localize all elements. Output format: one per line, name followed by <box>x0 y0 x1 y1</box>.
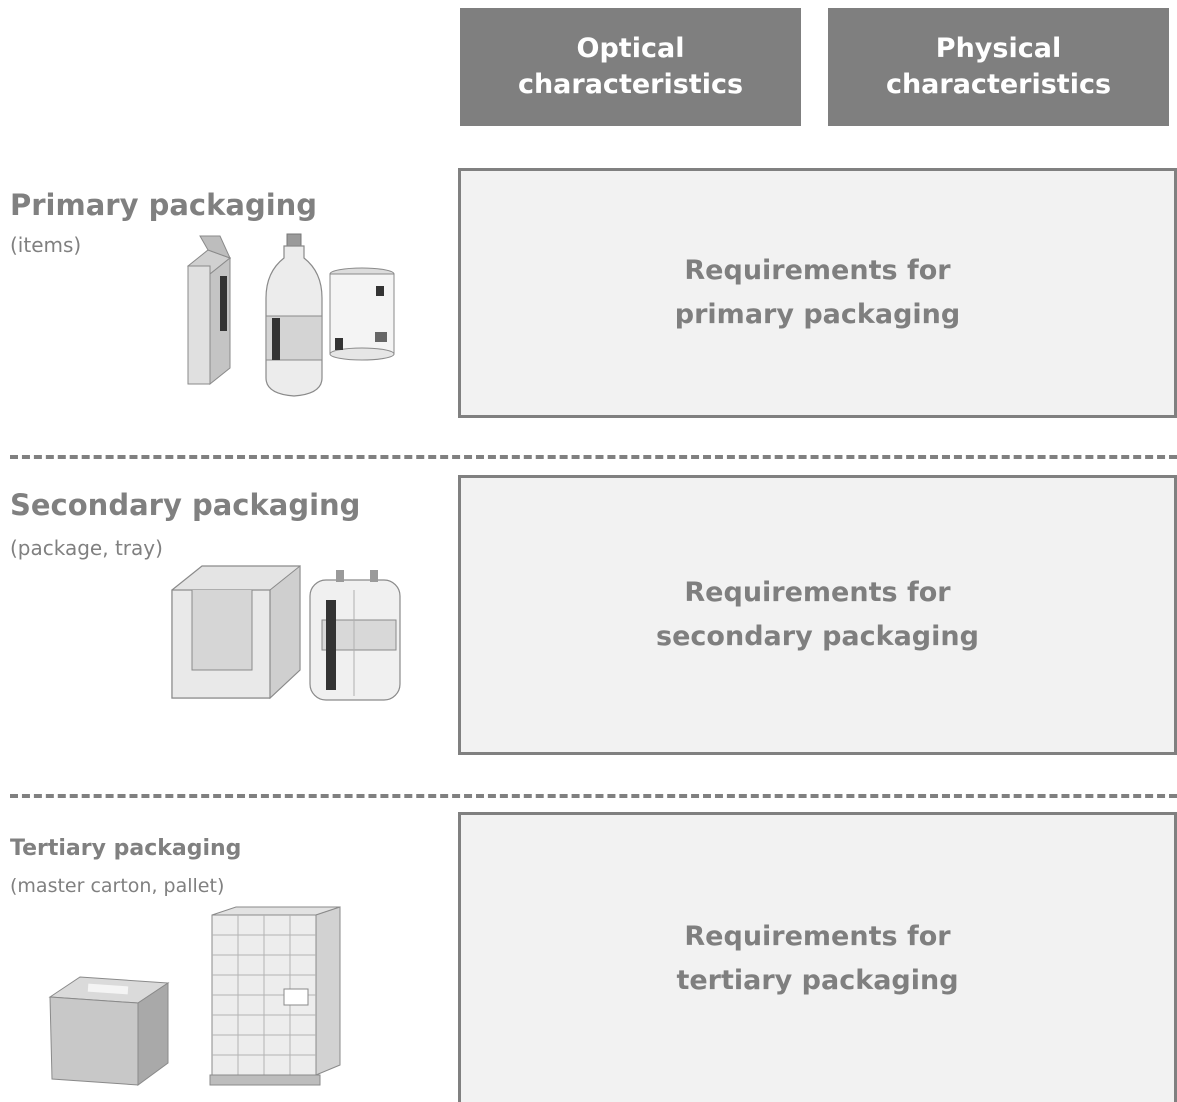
primary-requirements-text: Requirements for primary packaging <box>674 255 961 330</box>
secondary-packaging-title: Secondary packaging <box>10 488 361 522</box>
secondary-requirements-text: Requirements for secondary packaging <box>656 577 979 652</box>
primary-packaging-illustration <box>186 233 395 397</box>
primary-packaging-subtitle: (items) <box>10 233 82 257</box>
row-divider <box>10 455 1177 459</box>
tertiary-requirements-text: Requirements for tertiary packaging <box>676 920 959 996</box>
primary-requirements-box: Requirements for primary packaging <box>458 168 1177 418</box>
secondary-packaging-illustration <box>171 564 401 701</box>
pallet-icon <box>209 906 341 1086</box>
tray-icon <box>171 564 301 700</box>
can-icon <box>329 267 395 361</box>
carton-box-icon <box>48 976 170 1086</box>
secondary-packaging-subtitle: (package, tray) <box>10 536 163 560</box>
tertiary-packaging-subtitle: (master carton, pallet) <box>10 875 225 897</box>
secondary-requirements-box: Requirements for secondary packaging <box>458 475 1177 755</box>
tertiary-requirements-box: Requirements for tertiary packaging <box>458 812 1177 1102</box>
primary-packaging-title: Primary packaging <box>10 188 318 222</box>
bottle-pack-icon <box>309 570 401 701</box>
milk-carton-icon <box>186 235 232 386</box>
bottle-icon <box>265 233 323 397</box>
tertiary-packaging-title: Tertiary packaging <box>10 836 242 861</box>
optical-header-label: Optical characteristics <box>517 33 744 100</box>
physical-header-label: Physical characteristics <box>885 33 1112 100</box>
tertiary-packaging-illustration <box>48 906 341 1086</box>
optical-characteristics-header: Optical characteristics <box>460 8 801 126</box>
physical-characteristics-header: Physical characteristics <box>828 8 1169 126</box>
row-divider <box>10 794 1177 798</box>
